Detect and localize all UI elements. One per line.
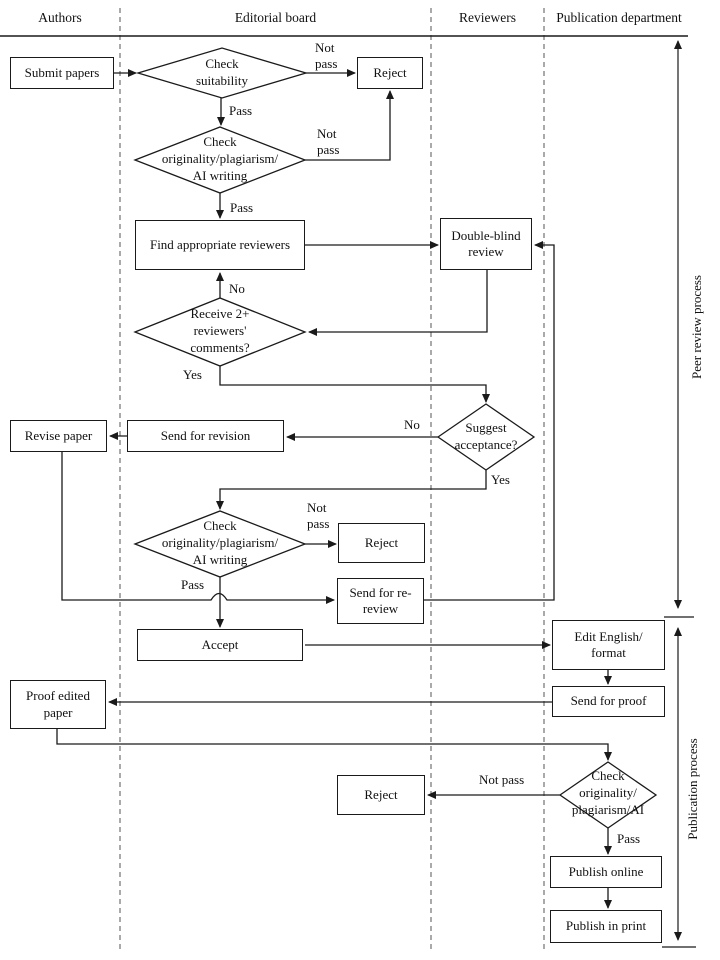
- edge-label-no-1: No: [229, 281, 245, 296]
- lane-header-editorial-board: Editorial board: [234, 10, 317, 25]
- decision-check-originality-1-shape: [133, 126, 307, 194]
- decision-shapes: [133, 47, 658, 829]
- lane-header-publication-department: Publication department: [556, 10, 682, 25]
- node-send-for-proof: Send for proof: [552, 686, 665, 717]
- edge-label-not-pass-1: Not pass: [315, 40, 338, 71]
- flow-arrows: [56, 69, 612, 909]
- node-reject-1: Reject: [357, 57, 423, 89]
- node-accept: Accept: [137, 629, 303, 661]
- lane-header-authors: Authors: [38, 10, 82, 25]
- lane-header-reviewers: Reviewers: [459, 10, 516, 25]
- edge-label-pass-1: Pass: [229, 103, 253, 118]
- edge-label-no-2: No: [404, 417, 420, 432]
- edge-label-pass-4: Pass: [617, 831, 641, 846]
- decision-suggest-acceptance-shape: [436, 403, 536, 471]
- node-send-for-revision: Send for revision: [127, 420, 284, 452]
- node-reject-2: Reject: [338, 523, 425, 563]
- publication-process-label: Publication process: [685, 738, 700, 840]
- peer-review-process-label: Peer review process: [689, 275, 704, 379]
- edge-label-pass-2: Pass: [230, 200, 254, 215]
- decision-receive-comments-shape: [133, 297, 307, 367]
- process-span-arrows: [662, 40, 696, 948]
- node-publish-online: Publish online: [550, 856, 662, 888]
- decision-check-originality-1-label: Check originality/plagiarism/ AI writing: [161, 134, 279, 183]
- edge-label-not-pass-3: Not pass: [307, 500, 330, 531]
- node-edit-english-format: Edit English/ format: [552, 620, 665, 670]
- decision-suggest-acceptance-label: Suggest acceptance?: [454, 420, 518, 452]
- edge-label-not-pass-2: Not pass: [317, 126, 340, 157]
- node-revise-paper: Revise paper: [10, 420, 107, 452]
- decision-check-originality-2-label: Check originality/plagiarism/ AI writing: [161, 518, 279, 567]
- node-submit-papers: Submit papers: [10, 57, 114, 89]
- node-send-for-re-review: Send for re- review: [337, 578, 424, 624]
- decision-check-originality-3-shape: [558, 761, 658, 829]
- edge-label-yes-1: Yes: [183, 367, 202, 382]
- decision-check-suitability-label: Check suitability: [196, 56, 248, 88]
- node-reject-3: Reject: [337, 775, 425, 815]
- edge-label-not-pass-4: Not pass: [479, 772, 525, 787]
- decision-receive-comments-label: Receive 2+ reviewers' comments?: [190, 306, 250, 355]
- decision-check-originality-2-shape: [133, 510, 307, 578]
- decision-check-originality-3-label: Check originality/ plagiarism/AI: [571, 768, 645, 817]
- node-double-blind-review: Double-blind review: [440, 218, 532, 270]
- node-proof-edited-paper: Proof edited paper: [10, 680, 106, 729]
- decision-check-suitability-shape: [135, 47, 309, 99]
- node-find-appropriate-reviewers: Find appropriate reviewers: [135, 220, 305, 270]
- edge-label-pass-3: Pass: [181, 577, 205, 592]
- node-publish-in-print: Publish in print: [550, 910, 662, 943]
- edge-label-yes-2: Yes: [491, 472, 510, 487]
